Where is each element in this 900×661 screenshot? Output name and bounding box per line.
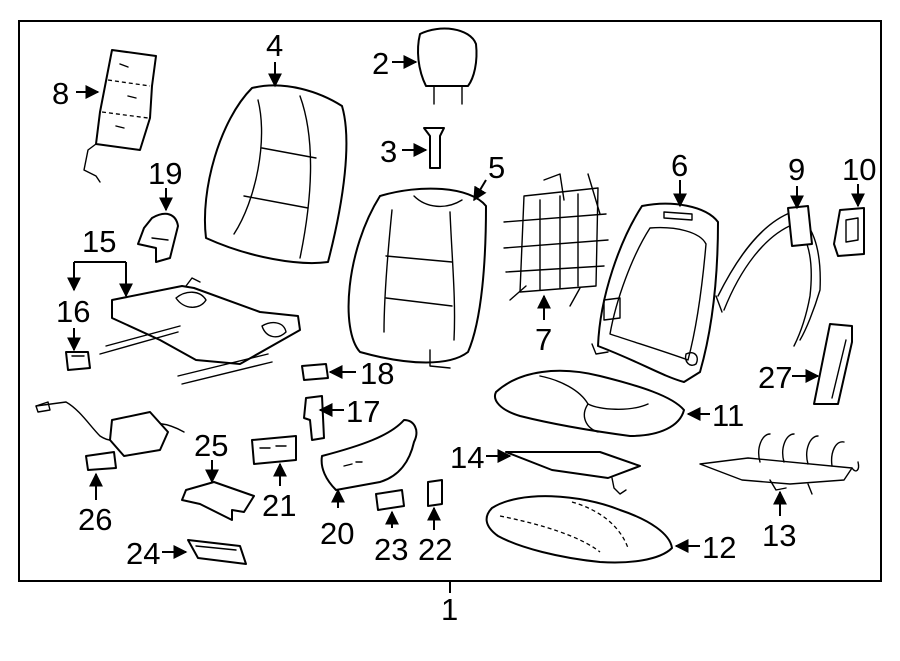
seat-adjuster — [99, 277, 301, 385]
side-cover — [813, 323, 853, 405]
trim-clip — [303, 395, 325, 441]
callout-5: 5 — [488, 150, 505, 185]
callout-4: 4 — [266, 28, 283, 63]
wiring-harness — [35, 401, 185, 471]
callout-20: 20 — [320, 516, 354, 551]
recline-knob — [427, 479, 443, 507]
callout-25: 25 — [194, 428, 228, 463]
callout-13: 13 — [762, 518, 796, 553]
callout-18: 18 — [360, 356, 394, 391]
callout-1: 1 — [441, 592, 458, 627]
seat-back-pad — [347, 187, 487, 369]
callout-27: 27 — [758, 360, 792, 395]
adjuster-knob — [375, 489, 405, 511]
callout-17: 17 — [346, 394, 380, 429]
callout-11: 11 — [712, 398, 744, 433]
callout-15: 15 — [82, 224, 116, 259]
cushion-springs — [699, 433, 860, 495]
callout-21: 21 — [262, 488, 296, 523]
callout-23: 23 — [374, 532, 408, 567]
seat-back-cover — [204, 84, 348, 264]
callout-24: 24 — [126, 536, 160, 571]
side-shield — [320, 419, 418, 491]
callout-14: 14 — [450, 440, 484, 475]
callout-7: 7 — [535, 322, 552, 357]
lumbar-support — [503, 173, 609, 307]
headrest-guide — [423, 127, 445, 169]
callout-26: 26 — [78, 502, 112, 537]
seat-back-frame — [591, 202, 719, 383]
callout-3: 3 — [380, 134, 397, 169]
seat-switch — [251, 435, 297, 465]
callout-12: 12 — [702, 530, 736, 565]
callout-22: 22 — [418, 532, 452, 567]
switch-bracket — [301, 363, 329, 381]
seat-heater-pad-cushion — [505, 451, 641, 495]
seat-heater-pad-back — [83, 49, 157, 183]
callout-8: 8 — [52, 76, 69, 111]
callout-9: 9 — [788, 152, 805, 187]
seat-cushion-cover — [485, 495, 673, 564]
module-bracket — [181, 481, 255, 521]
callout-16: 16 — [56, 294, 90, 329]
seat-cushion-pad — [494, 369, 685, 437]
callout-2: 2 — [372, 46, 389, 81]
callout-6: 6 — [671, 148, 688, 183]
callout-10: 10 — [842, 152, 876, 187]
headrest — [417, 27, 478, 105]
seat-back-wire — [715, 205, 821, 347]
callout-19: 19 — [148, 156, 182, 191]
adjuster-clip — [65, 351, 91, 371]
control-module — [187, 539, 247, 565]
trim-bracket — [833, 207, 865, 257]
recliner-trim — [137, 212, 179, 263]
